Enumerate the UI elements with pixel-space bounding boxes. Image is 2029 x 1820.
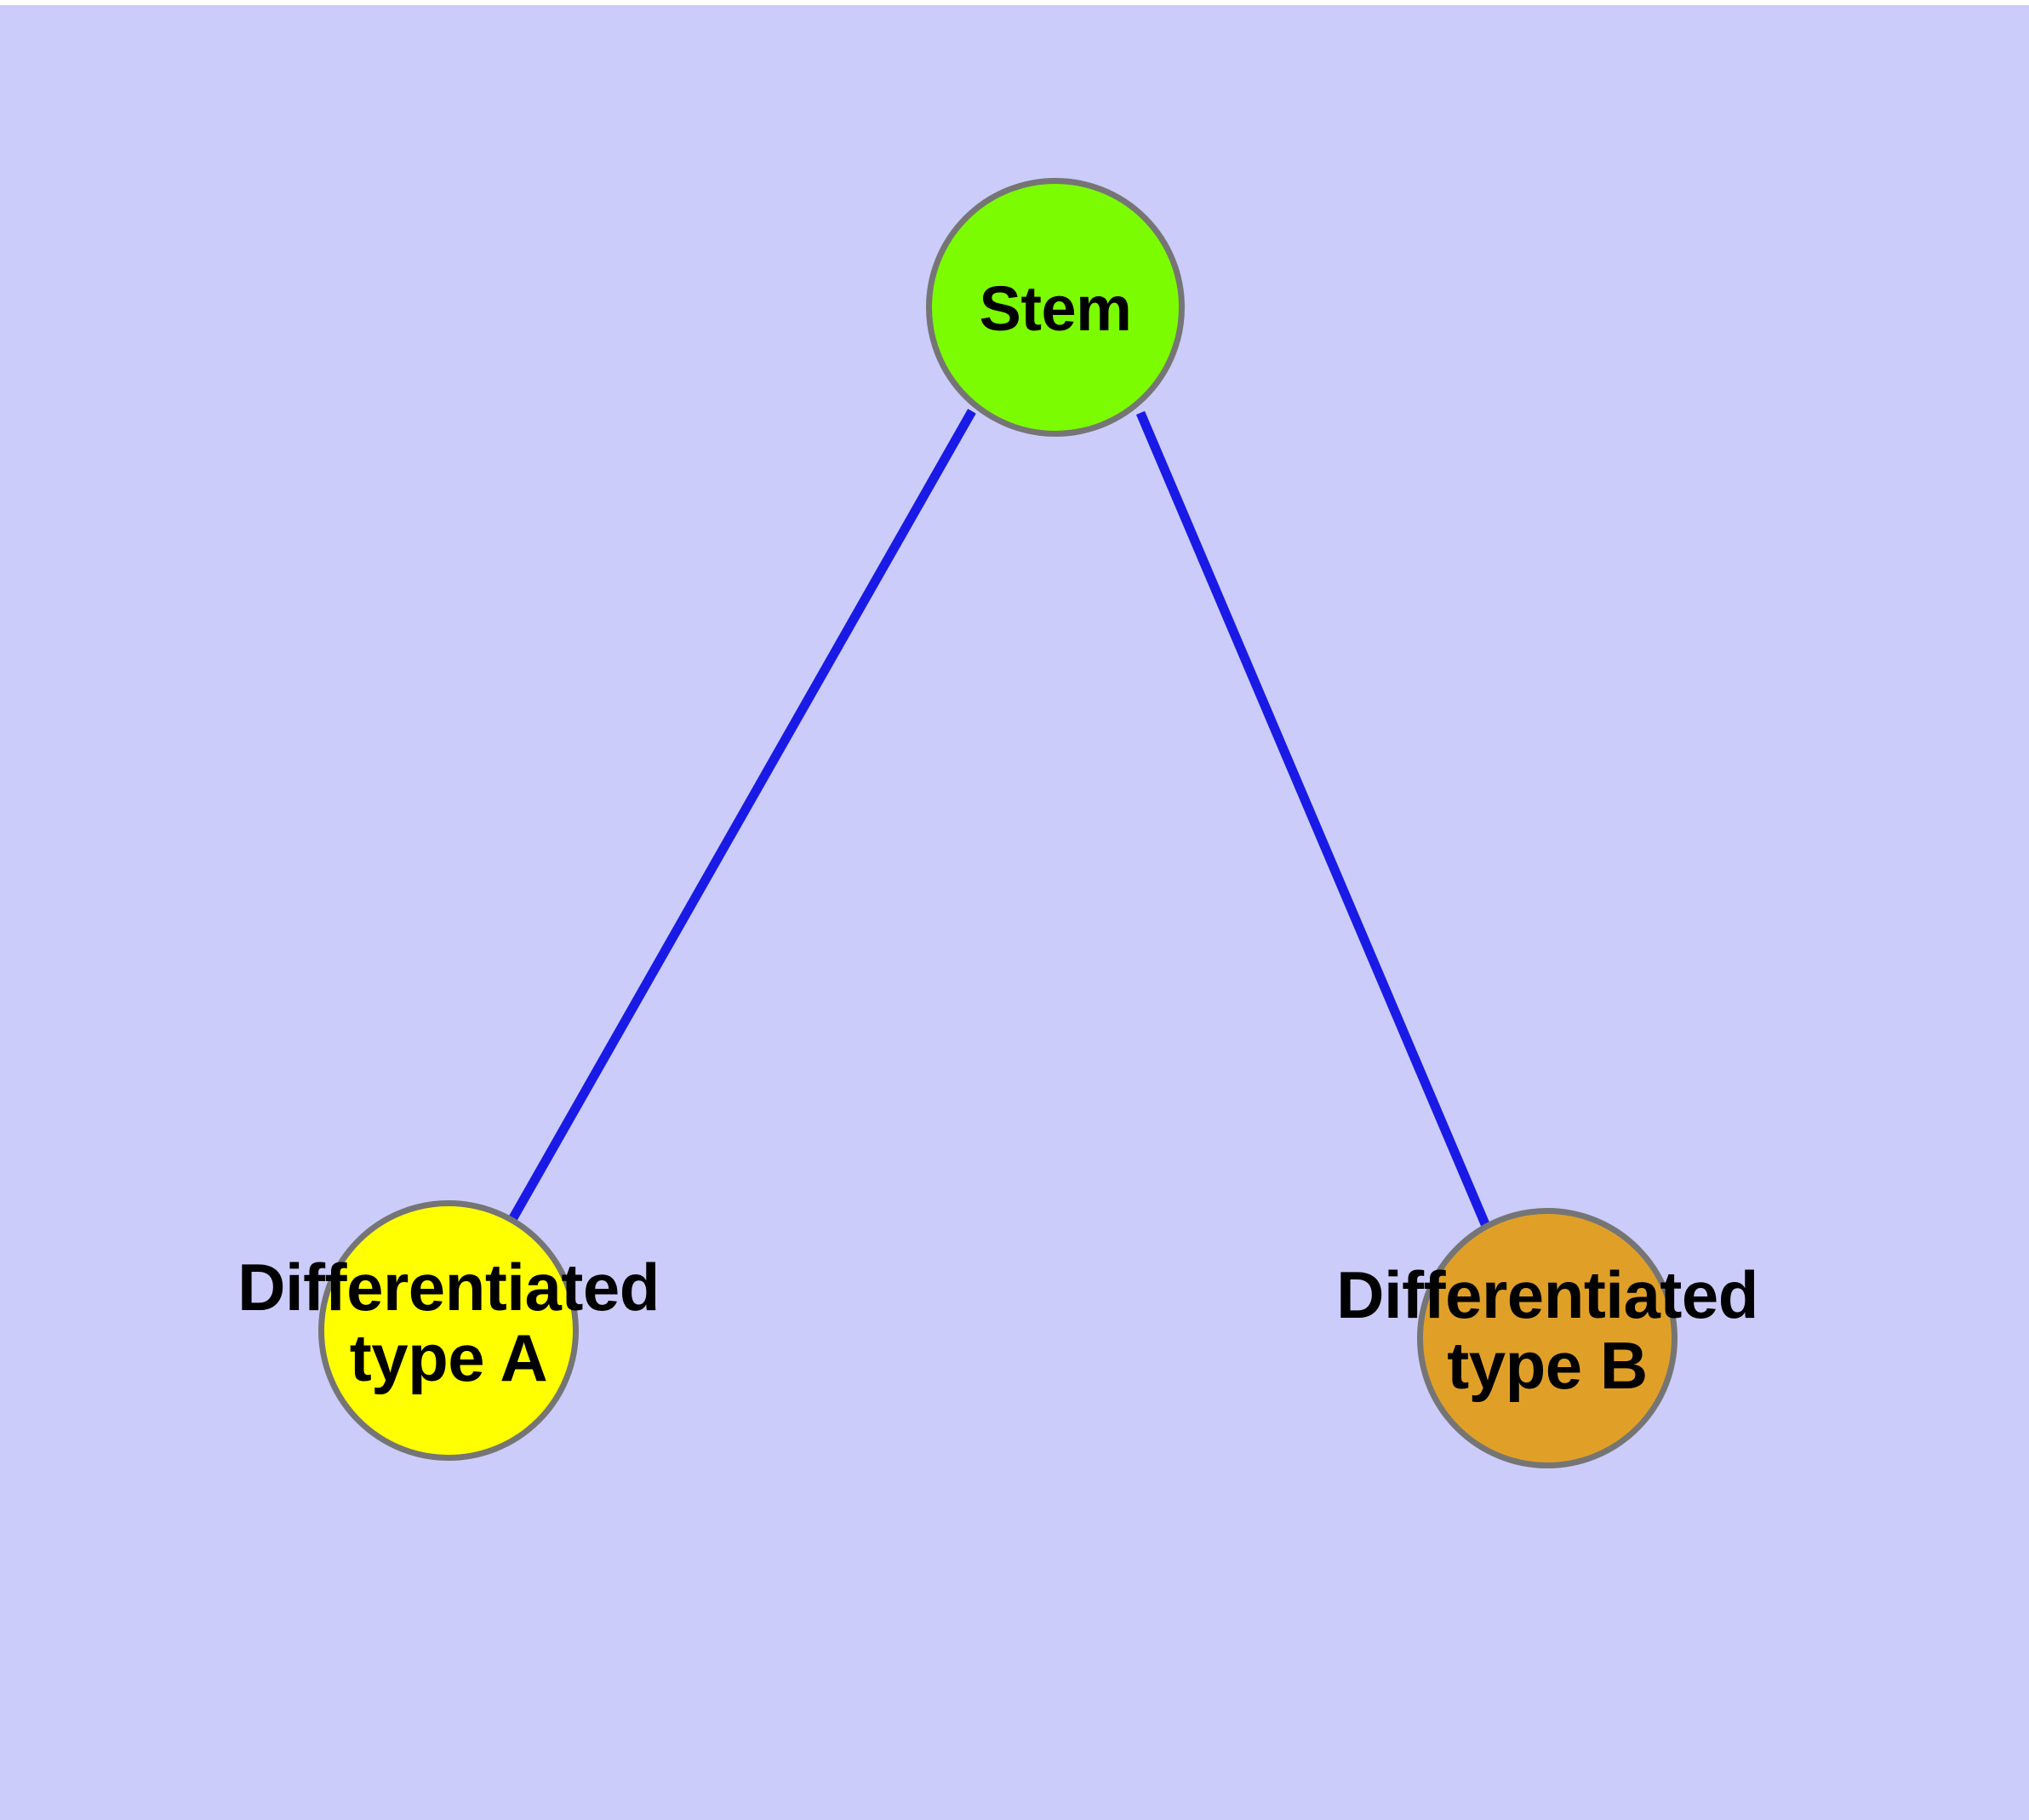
node-stem[interactable] xyxy=(926,178,1185,437)
graph-plot-area: Stem Differentiated type A Differentiate… xyxy=(0,5,2029,1820)
node-differentiated-type-a[interactable] xyxy=(318,1200,579,1461)
node-differentiated-type-b[interactable] xyxy=(1417,1208,1677,1468)
node-layer: Stem Differentiated type A Differentiate… xyxy=(0,5,2029,1820)
